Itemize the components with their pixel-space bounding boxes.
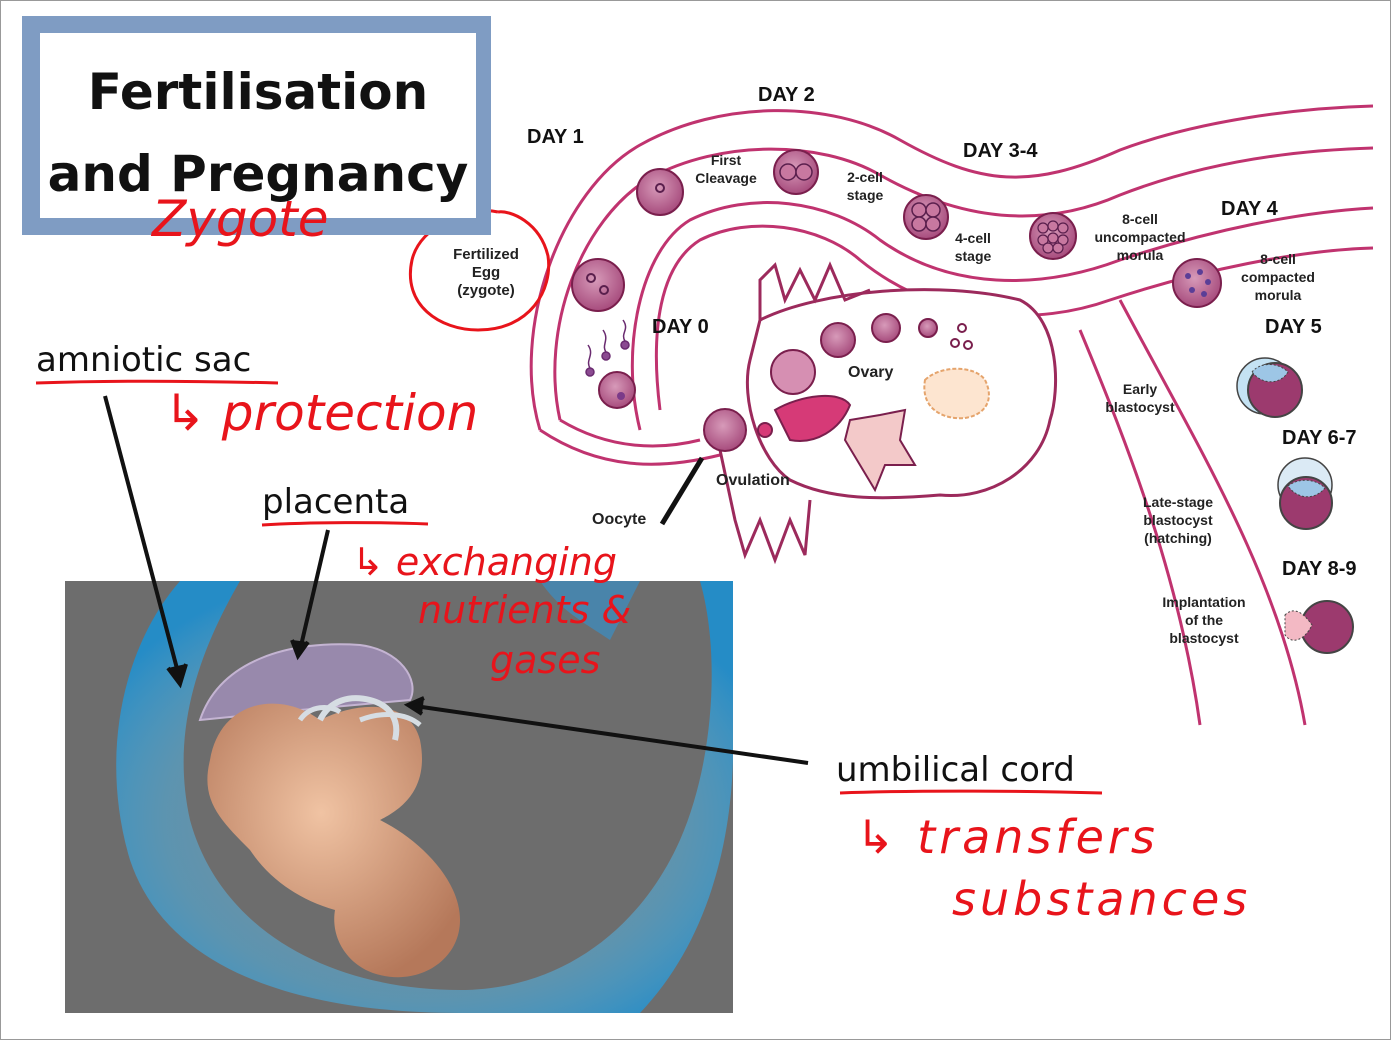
label-line: 8-cell [1232,250,1324,268]
fetus-photo [65,581,733,1013]
ovulation-label: Ovulation [716,472,790,490]
day-67-label: DAY 6-7 [1282,427,1357,450]
oocyte-cell [704,409,746,451]
day-4-label: DAY 4 [1221,198,1278,221]
label-line: blastocyst [1096,398,1184,416]
label-line: 2-cell [832,168,898,186]
label-line: morula [1232,286,1324,304]
label-line: Late-stage [1130,493,1226,511]
label-line: Implantation [1152,593,1256,611]
implantation-label: Implantation of the blastocyst [1152,593,1256,647]
label-line: Early [1096,380,1184,398]
label-line: (hatching) [1130,529,1226,547]
transfers-note-line-1: ↳ transfers [856,810,1159,864]
two-cell-label: 2-cell stage [832,168,898,204]
label-line: 4-cell [943,229,1003,247]
label-line: First [686,151,766,169]
label-line: compacted [1232,268,1324,286]
label-line: of the [1152,611,1256,629]
day-89-label: DAY 8-9 [1282,558,1357,581]
exchange-note-line-1: ↳ exchanging [352,540,617,584]
sperm-group [586,320,629,376]
label-line: blastocyst [1152,629,1256,647]
early-blastocyst-label: Early blastocyst [1096,380,1184,416]
label-line: Fertilized [440,246,532,264]
day-1-label: DAY 1 [527,126,584,149]
umbilical-cord-label: umbilical cord [836,750,1075,790]
zygote-cell [572,259,624,311]
day-0-label: DAY 0 [652,316,709,339]
label-line: (zygote) [440,282,532,300]
oocyte-arrow [662,458,702,524]
label-line: stage [832,186,898,204]
day-5-label: DAY 5 [1265,316,1322,339]
placenta-label: placenta [262,482,409,522]
ovary-label: Ovary [848,364,893,382]
fertilized-egg-label: Fertilized Egg (zygote) [440,246,532,300]
label-line: Egg [440,264,532,282]
day-2-label: DAY 2 [758,84,815,107]
label-line: 8-cell [1088,210,1192,228]
late-blastocyst-label: Late-stage blastocyst (hatching) [1130,493,1226,547]
label-line: morula [1088,246,1192,264]
first-cleavage-label: First Cleavage [686,151,766,187]
amniotic-sac-label: amniotic sac [36,340,251,380]
protection-note: ↳ protection [164,384,478,442]
label-line: Cleavage [686,169,766,187]
eight-cell-compacted-label: 8-cell compacted morula [1232,250,1324,304]
day-34-label: DAY 3-4 [963,140,1038,163]
exchange-note-line-3: gases [490,638,600,682]
transfers-note-line-2: substances [952,872,1251,926]
oocyte-label: Oocyte [592,511,646,529]
zygote-note: Zygote [152,190,329,248]
label-line: stage [943,247,1003,265]
ovary-body [720,265,1056,560]
label-line: uncompacted [1088,228,1192,246]
eight-cell-uncompacted-label: 8-cell uncompacted morula [1088,210,1192,264]
label-line: blastocyst [1130,511,1226,529]
exchange-note-line-2: nutrients & [418,588,631,632]
title-line-1: Fertilisation [40,63,476,121]
four-cell-label: 4-cell stage [943,229,1003,265]
